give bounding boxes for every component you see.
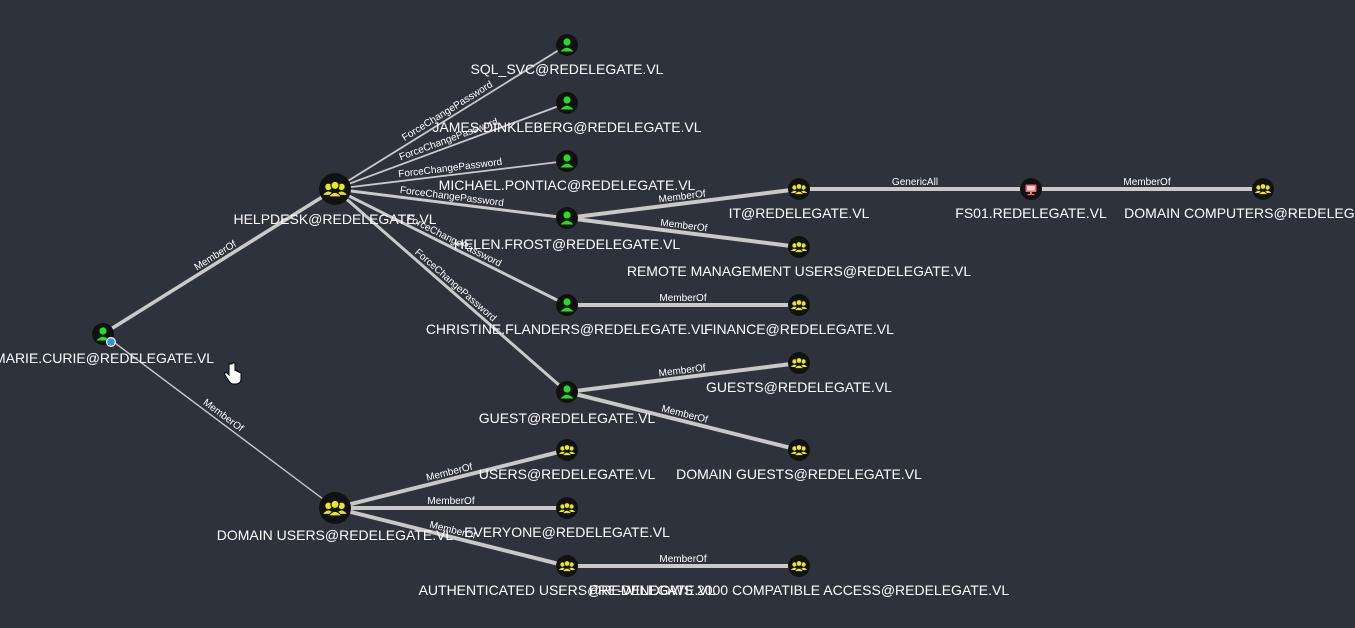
node-label: MICHAEL.PONTIAC@REDELEGATE.VL [439, 177, 696, 193]
nodes-layer: MARIE.CURIE@REDELEGATE.VL HELPDESK@REDELE… [0, 34, 1355, 598]
edge-fs01-domaincomputers[interactable]: MemberOf [1029, 177, 1265, 191]
edge-line[interactable] [333, 448, 569, 510]
group-icon [1252, 178, 1274, 200]
node-guest[interactable]: GUEST@REDELEGATE.VL [479, 381, 656, 426]
node-domainguests[interactable]: DOMAIN GUESTS@REDELEGATE.VL [676, 439, 922, 482]
edge-christine-finance[interactable]: MemberOf [565, 293, 801, 307]
group-icon [788, 236, 810, 258]
node-label: EVERYONE@REDELEGATE.VL [464, 524, 670, 540]
node-label: PRE-WINDOWS 2000 COMPATIBLE ACCESS@REDEL… [589, 582, 1010, 598]
node-label: CHRISTINE.FLANDERS@REDELEGATE.VL [426, 321, 709, 337]
edge-line[interactable] [565, 187, 801, 220]
edge-domainusers-everyone[interactable]: MemberOf [333, 496, 569, 510]
edge-line[interactable] [101, 187, 337, 336]
edge-guest-guests[interactable]: MemberOf [565, 361, 801, 394]
user-icon [556, 381, 578, 403]
edge-line[interactable] [333, 187, 569, 394]
edge-line[interactable] [334, 160, 568, 190]
edge-line[interactable] [565, 216, 801, 249]
owned-badge-icon [106, 337, 116, 347]
user-icon [556, 294, 578, 316]
group-icon [788, 439, 810, 461]
node-label: DOMAIN COMPUTERS@REDELEGATE.VL [1124, 205, 1355, 221]
node-it[interactable]: IT@REDELEGATE.VL [729, 178, 870, 221]
node-domaincomputers[interactable]: DOMAIN COMPUTERS@REDELEGATE.VL [1124, 178, 1355, 221]
hand-cursor-icon [224, 362, 242, 391]
node-label: SQL_SVC@REDELEGATE.VL [471, 61, 664, 77]
node-label: GUEST@REDELEGATE.VL [479, 410, 656, 426]
node-label: HELEN.FROST@REDELEGATE.VL [454, 236, 681, 252]
node-label: FINANCE@REDELEGATE.VL [704, 321, 894, 337]
user-icon [556, 34, 578, 56]
node-authusers[interactable]: AUTHENTICATED USERS@REDELEGATE.VL [419, 555, 716, 598]
edge-line[interactable] [333, 187, 569, 307]
node-label: HELPDESK@REDELEGATE.VL [233, 211, 436, 227]
node-label: MARIE.CURIE@REDELEGATE.VL [0, 350, 214, 366]
edge-label: MemberOf [193, 239, 239, 273]
node-label: USERS@REDELEGATE.VL [479, 466, 656, 482]
node-users[interactable]: USERS@REDELEGATE.VL [479, 439, 656, 482]
user-icon [556, 150, 578, 172]
node-everyone[interactable]: EVERYONE@REDELEGATE.VL [464, 497, 670, 540]
edge-helen-remotemgmt[interactable]: MemberOf [565, 216, 801, 249]
edge-line[interactable] [334, 44, 568, 190]
node-domainusers[interactable]: DOMAIN USERS@REDELEGATE.VL [217, 492, 454, 543]
group-icon [788, 352, 810, 374]
node-finance[interactable]: FINANCE@REDELEGATE.VL [704, 294, 894, 337]
edge-label: MemberOf [201, 397, 246, 434]
node-label: JAMES.DINKLEBERG@REDELEGATE.VL [432, 119, 701, 135]
edge-authusers-prewin2000[interactable]: MemberOf [565, 554, 801, 568]
node-michael[interactable]: MICHAEL.PONTIAC@REDELEGATE.VL [439, 150, 696, 193]
group-icon [788, 294, 810, 316]
edge-label: MemberOf [427, 496, 474, 507]
node-james[interactable]: JAMES.DINKLEBERG@REDELEGATE.VL [432, 92, 702, 135]
node-label: IT@REDELEGATE.VL [729, 205, 870, 221]
group-icon [556, 497, 578, 519]
user-icon [556, 207, 578, 229]
edge-line[interactable] [102, 333, 336, 509]
user-icon [556, 92, 578, 114]
edge-line[interactable] [334, 102, 568, 190]
node-christine[interactable]: CHRISTINE.FLANDERS@REDELEGATE.VL [426, 294, 709, 337]
node-guests[interactable]: GUESTS@REDELEGATE.VL [706, 352, 892, 395]
node-fs01[interactable]: FS01.REDELEGATE.VL [955, 178, 1107, 221]
node-label: FS01.REDELEGATE.VL [955, 205, 1107, 221]
node-helpdesk[interactable]: HELPDESK@REDELEGATE.VL [233, 173, 437, 227]
node-remotemgmt[interactable]: REMOTE MANAGEMENT USERS@REDELEGATE.VL [627, 236, 972, 279]
node-marie[interactable]: MARIE.CURIE@REDELEGATE.VL [0, 323, 214, 366]
node-sqlsvc[interactable]: SQL_SVC@REDELEGATE.VL [471, 34, 664, 77]
node-label: DOMAIN USERS@REDELEGATE.VL [217, 527, 454, 543]
node-label: AUTHENTICATED USERS@REDELEGATE.VL [419, 582, 716, 598]
group-icon [556, 439, 578, 461]
edge-label: MemberOf [659, 554, 706, 565]
edge-label: GenericAll [892, 177, 938, 188]
edge-line[interactable] [333, 506, 569, 568]
node-prewin2000[interactable]: PRE-WINDOWS 2000 COMPATIBLE ACCESS@REDEL… [589, 555, 1010, 598]
node-label: DOMAIN GUESTS@REDELEGATE.VL [676, 466, 922, 482]
edge-label: MemberOf [1123, 177, 1170, 188]
edge-line[interactable] [333, 187, 569, 220]
group-icon [788, 555, 810, 577]
node-label: REMOTE MANAGEMENT USERS@REDELEGATE.VL [627, 263, 972, 279]
edge-helen-it[interactable]: MemberOf [565, 187, 801, 220]
group-icon [788, 178, 810, 200]
edge-line[interactable] [565, 361, 801, 394]
group-icon [556, 555, 578, 577]
computer-icon [1020, 178, 1042, 200]
group-icon [319, 173, 351, 205]
group-icon [319, 492, 351, 524]
node-helen[interactable]: HELEN.FROST@REDELEGATE.VL [454, 207, 681, 252]
edge-line[interactable] [565, 390, 801, 452]
edge-label: MemberOf [659, 293, 706, 304]
edge-it-fs01[interactable]: GenericAll [797, 177, 1033, 191]
node-label: GUESTS@REDELEGATE.VL [706, 379, 892, 395]
